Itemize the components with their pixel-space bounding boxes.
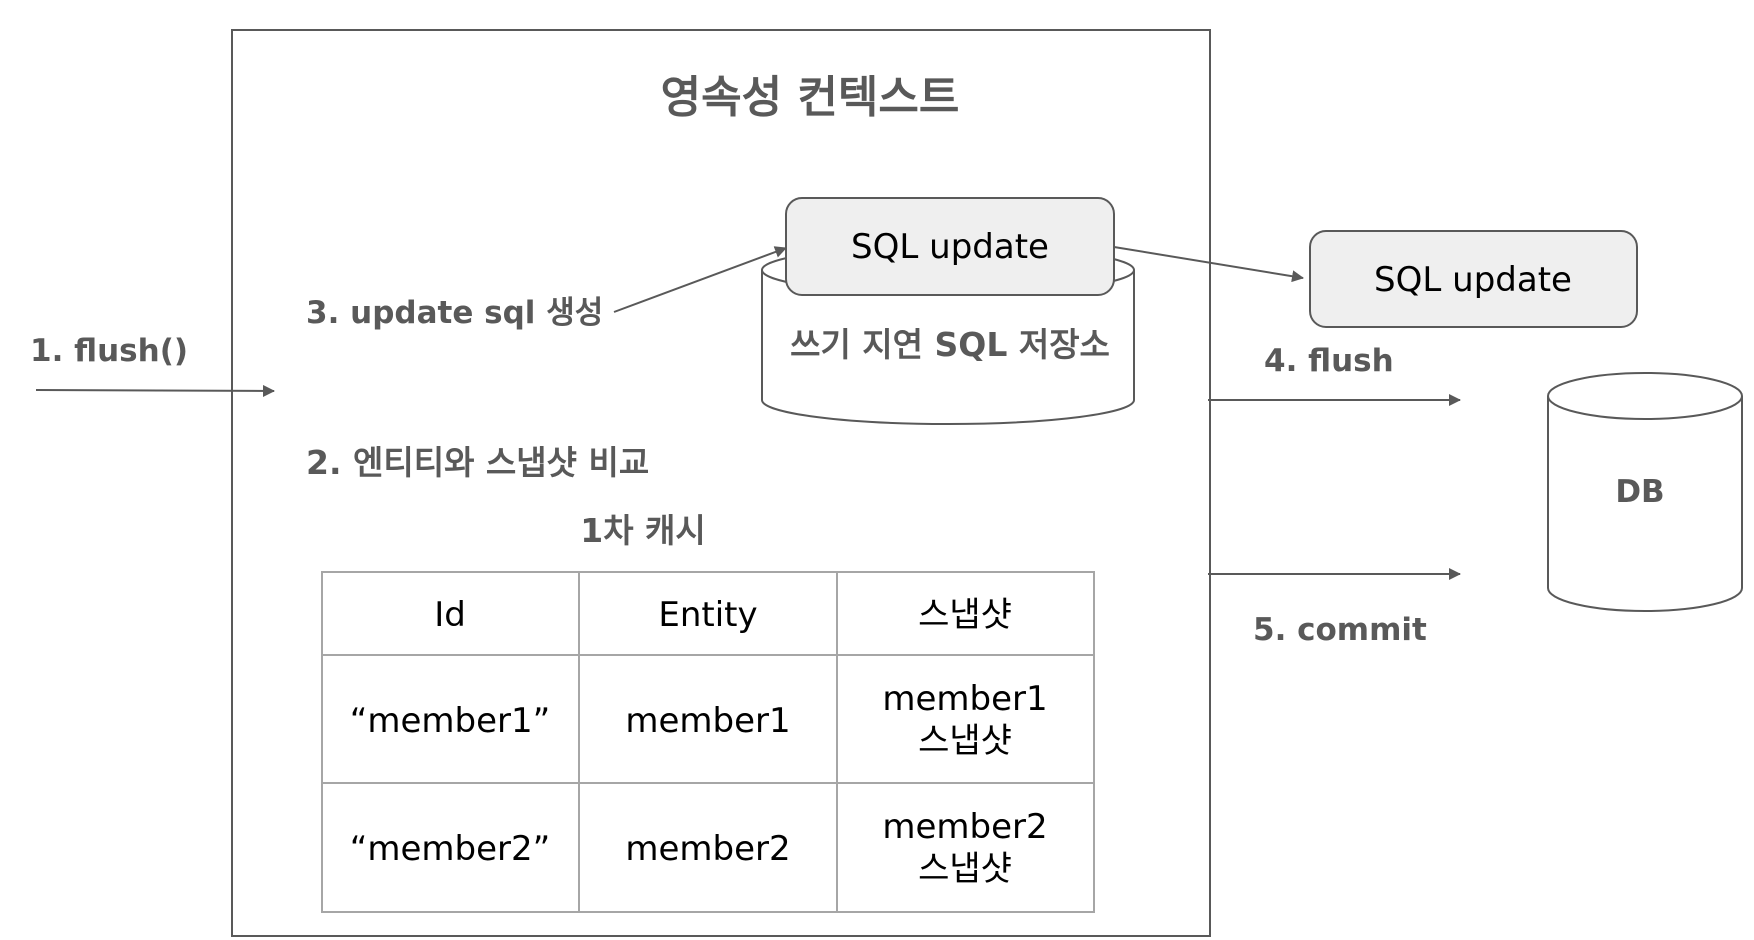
database-body: [1547, 396, 1743, 612]
database-cylinder: DB: [1547, 372, 1743, 612]
cache-table-border: [321, 571, 1095, 913]
write-behind-store-body: [761, 270, 1135, 425]
step-commit-label: 5. commit: [1253, 612, 1427, 648]
cache-row-1-id: “member1”: [350, 701, 551, 741]
database-top: [1547, 372, 1743, 420]
cache-row-2-entity: member2: [625, 829, 790, 869]
cache-row-2-snapshot-line2: 스냅샷: [918, 849, 1012, 889]
flush-call-arrow: [35, 384, 275, 397]
first-level-cache-table: Id Entity 스냅샷 “member1” member1 member1 …: [321, 571, 1095, 913]
db-sql-update-label: SQL update: [1374, 260, 1572, 300]
cache-header-snapshot: 스냅샷: [918, 595, 1012, 635]
cache-row-1-snapshot-line2: 스냅샷: [918, 721, 1012, 761]
cache-header-id: Id: [434, 595, 466, 635]
stored-sql-update-box: [785, 197, 1115, 296]
send-sql-arrow: [1113, 246, 1304, 283]
cache-row-1-entity: member1: [625, 701, 790, 741]
persistence-context-title: 영속성 컨텍스트: [661, 72, 960, 123]
step-flush-call-label: 1. flush(): [30, 333, 188, 369]
stored-sql-update-label: SQL update: [851, 227, 1049, 267]
step-generate-sql-label: 3. update sql 생성: [306, 295, 603, 331]
db-sql-update-box: [1309, 230, 1638, 328]
first-level-cache-title: 1차 캐시: [580, 511, 706, 550]
cache-row-2-id: “member2”: [350, 829, 551, 869]
step-compare-label: 2. 엔티티와 스냅샷 비교: [306, 443, 649, 482]
cache-header-entity: Entity: [658, 595, 757, 635]
cache-row-2-snapshot-line1: member2: [882, 807, 1047, 847]
database-label: DB: [1615, 474, 1664, 510]
cache-row-1-snapshot-line1: member1: [882, 679, 1047, 719]
generate-sql-arrow: [613, 246, 787, 313]
step-flush-label: 4. flush: [1264, 343, 1394, 379]
write-behind-store-label: 쓰기 지연 SQL 저장소: [790, 325, 1110, 364]
